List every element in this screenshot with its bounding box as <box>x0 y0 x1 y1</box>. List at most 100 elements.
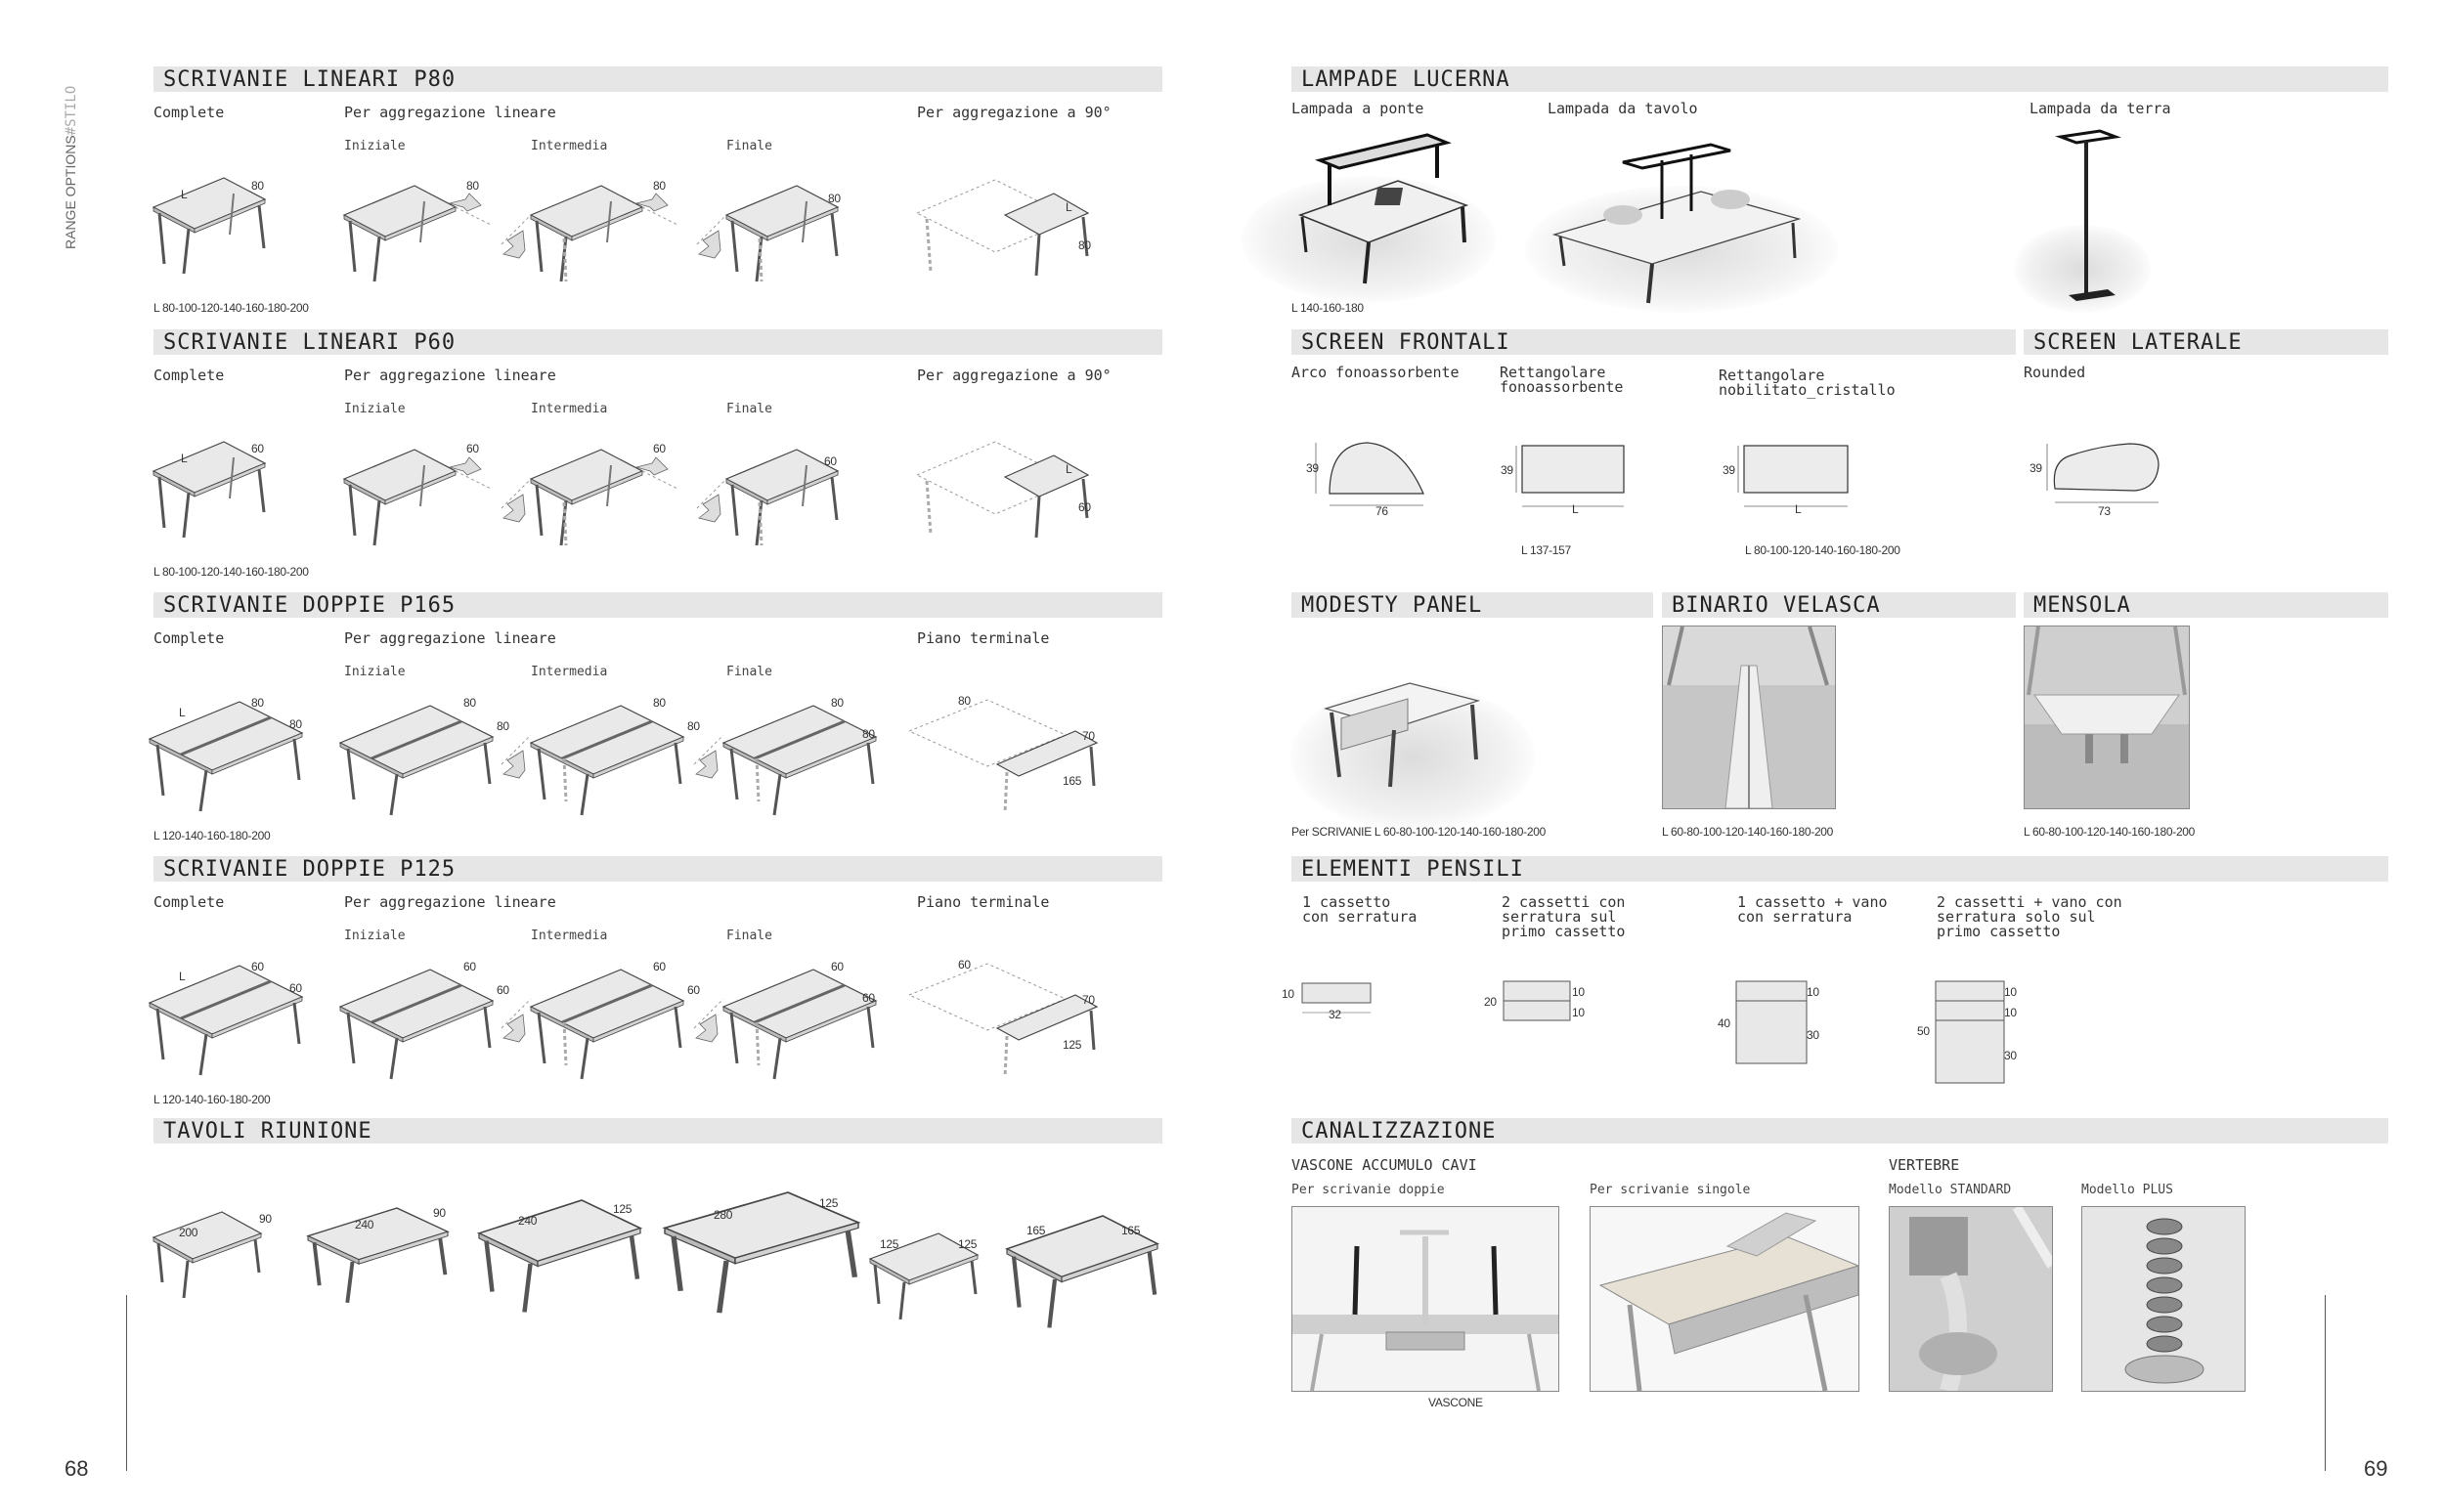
dim-label: 80 <box>251 696 264 710</box>
pensile-1-drawing <box>1301 982 1372 1014</box>
desk-drawing-90 <box>915 179 1090 277</box>
desk-drawing-intermedia <box>500 448 679 547</box>
label-pensile-2: 2 cassetti con serratura sul primo casse… <box>1502 893 1626 940</box>
dim-label: 10 <box>2004 1006 2017 1019</box>
dim-label: 80 <box>653 179 666 193</box>
dim-label: 60 <box>653 960 666 973</box>
dim-label: 80 <box>1078 238 1091 252</box>
double-desk-drawing-intermedia <box>500 968 685 1081</box>
screen-rounded-drawing <box>2046 443 2160 503</box>
dim-label: 30 <box>2004 1049 2017 1062</box>
desk-drawing-iniziale <box>342 184 493 283</box>
screen-rettangolare-cristallo-drawing <box>1737 445 1849 507</box>
dim-label: 80 <box>831 696 844 710</box>
label-modello-standard: Modello STANDARD <box>1889 1183 2012 1197</box>
label-finale: Finale <box>726 402 772 416</box>
dim-label: 80 <box>289 717 302 731</box>
meeting-table-drawing <box>306 1206 450 1305</box>
label-doppie: Per scrivanie doppie <box>1291 1183 1445 1197</box>
double-desk-drawing-terminale <box>907 699 1099 814</box>
label-finale: Finale <box>726 665 772 679</box>
section-header-tavoli-riunione: TAVOLI RIUNIONE <box>153 1118 1162 1144</box>
label-intermedia: Intermedia <box>531 929 608 943</box>
dim-label: 125 <box>613 1202 633 1216</box>
sizes-rettangolare-fono: L 137-157 <box>1521 543 1571 557</box>
label-finale: Finale <box>726 139 772 153</box>
label-modello-plus: Modello PLUS <box>2081 1183 2173 1197</box>
dim-label: 60 <box>251 960 264 973</box>
dim-label: 125 <box>880 1237 899 1251</box>
desk-drawing-complete <box>152 440 267 540</box>
dim-label: 40 <box>1718 1016 1730 1030</box>
section-header-modesty-panel: MODESTY PANEL <box>1291 592 1653 618</box>
label-pensile-3: 1 cassetto + vano con serratura <box>1737 893 1888 926</box>
label-rounded: Rounded <box>2024 364 2086 381</box>
sizes-lineari-p80: L 80-100-120-140-160-180-200 <box>153 301 309 315</box>
pensile-2-drawing <box>1503 980 1571 1021</box>
modesty-panel-image <box>1323 682 1481 788</box>
label-lampada-terra: Lampada da terra <box>2029 100 2171 117</box>
dim-label: 32 <box>1329 1008 1341 1021</box>
label-per-aggregazione: Per aggregazione lineare <box>344 629 556 647</box>
dim-label: L <box>1795 502 1802 516</box>
sizes-modesty: Per SCRIVANIE L 60-80-100-120-140-160-18… <box>1291 825 1546 839</box>
dim-label: L <box>179 970 186 983</box>
label-iniziale: Iniziale <box>344 139 406 153</box>
pensile-4-drawing <box>1935 980 2005 1084</box>
dim-label: 60 <box>251 442 264 455</box>
lamp-floor-image <box>2055 129 2121 301</box>
dim-label: 20 <box>1484 995 1497 1009</box>
page-number-right: 69 <box>2364 1456 2388 1481</box>
meeting-table-drawing <box>152 1210 263 1300</box>
dim-label: 125 <box>819 1196 839 1210</box>
dim-label: 80 <box>958 694 971 708</box>
vertebre-plus-photo <box>2081 1206 2246 1392</box>
dim-label: 60 <box>831 960 844 973</box>
sizes-lineari-p60: L 80-100-120-140-160-180-200 <box>153 565 309 579</box>
dim-label: 60 <box>289 981 302 995</box>
desk-drawing-intermedia <box>500 184 679 283</box>
label-vascone-title: VASCONE ACCUMULO CAVI <box>1291 1156 1477 1174</box>
label-iniziale: Iniziale <box>344 402 406 416</box>
sizes-rettangolare-cristallo: L 80-100-120-140-160-180-200 <box>1745 543 1900 557</box>
meeting-table-drawing <box>665 1192 860 1319</box>
label-rettangolare-nobilitato: Rettangolare nobilitato_cristallo <box>1719 367 1896 399</box>
label-lampada-tavolo: Lampada da tavolo <box>1548 100 1698 117</box>
double-desk-drawing-finale <box>692 704 878 817</box>
dim-label: 80 <box>862 727 875 741</box>
dim-label: 60 <box>958 958 971 972</box>
dim-label: 80 <box>463 696 476 710</box>
screen-arco-drawing <box>1315 442 1424 506</box>
sizes-binario: L 60-80-100-120-140-160-180-200 <box>1662 825 1834 839</box>
dim-label: 80 <box>466 179 479 193</box>
screen-rettangolare-drawing <box>1515 445 1625 507</box>
dim-label: 165 <box>1121 1224 1141 1237</box>
pensile-3-drawing <box>1735 980 1808 1064</box>
sizes-mensola: L 60-80-100-120-140-160-180-200 <box>2024 825 2196 839</box>
section-header-lampade-lucerna: LAMPADE LUCERNA <box>1291 66 2388 92</box>
label-pensile-4: 2 cassetti + vano con serratura solo sul… <box>1937 893 2122 940</box>
label-intermedia: Intermedia <box>531 665 608 679</box>
dim-label: 10 <box>1572 985 1585 999</box>
dim-label: 39 <box>1501 463 1513 477</box>
label-aggregazione-90: Per aggregazione a 90° <box>917 104 1112 121</box>
dim-label: 70 <box>1082 729 1095 743</box>
lamp-bridge-image <box>1297 133 1469 284</box>
sizes-doppie-p165: L 120-140-160-180-200 <box>153 829 271 842</box>
section-header-screen-frontali: SCREEN FRONTALI <box>1291 329 2016 355</box>
dim-label: 80 <box>828 192 841 205</box>
dim-label: 10 <box>2004 985 2017 999</box>
dim-label: 60 <box>463 960 476 973</box>
label-per-aggregazione: Per aggregazione lineare <box>344 104 556 121</box>
double-desk-drawing-iniziale <box>338 968 495 1081</box>
section-header-doppie-p165: SCRIVANIE DOPPIE P165 <box>153 592 1162 618</box>
dim-label: 39 <box>2029 461 2042 475</box>
dim-label: 200 <box>179 1226 198 1239</box>
label-aggregazione-90: Per aggregazione a 90° <box>917 367 1112 384</box>
section-header-canalizzazione: CANALIZZAZIONE <box>1291 1118 2388 1144</box>
sizes-doppie-p125: L 120-140-160-180-200 <box>153 1093 271 1106</box>
dim-label: 10 <box>1807 985 1819 999</box>
vertebre-standard-photo <box>1889 1206 2053 1392</box>
vascone-doppie-photo <box>1291 1206 1559 1392</box>
dim-label: L <box>179 706 186 719</box>
